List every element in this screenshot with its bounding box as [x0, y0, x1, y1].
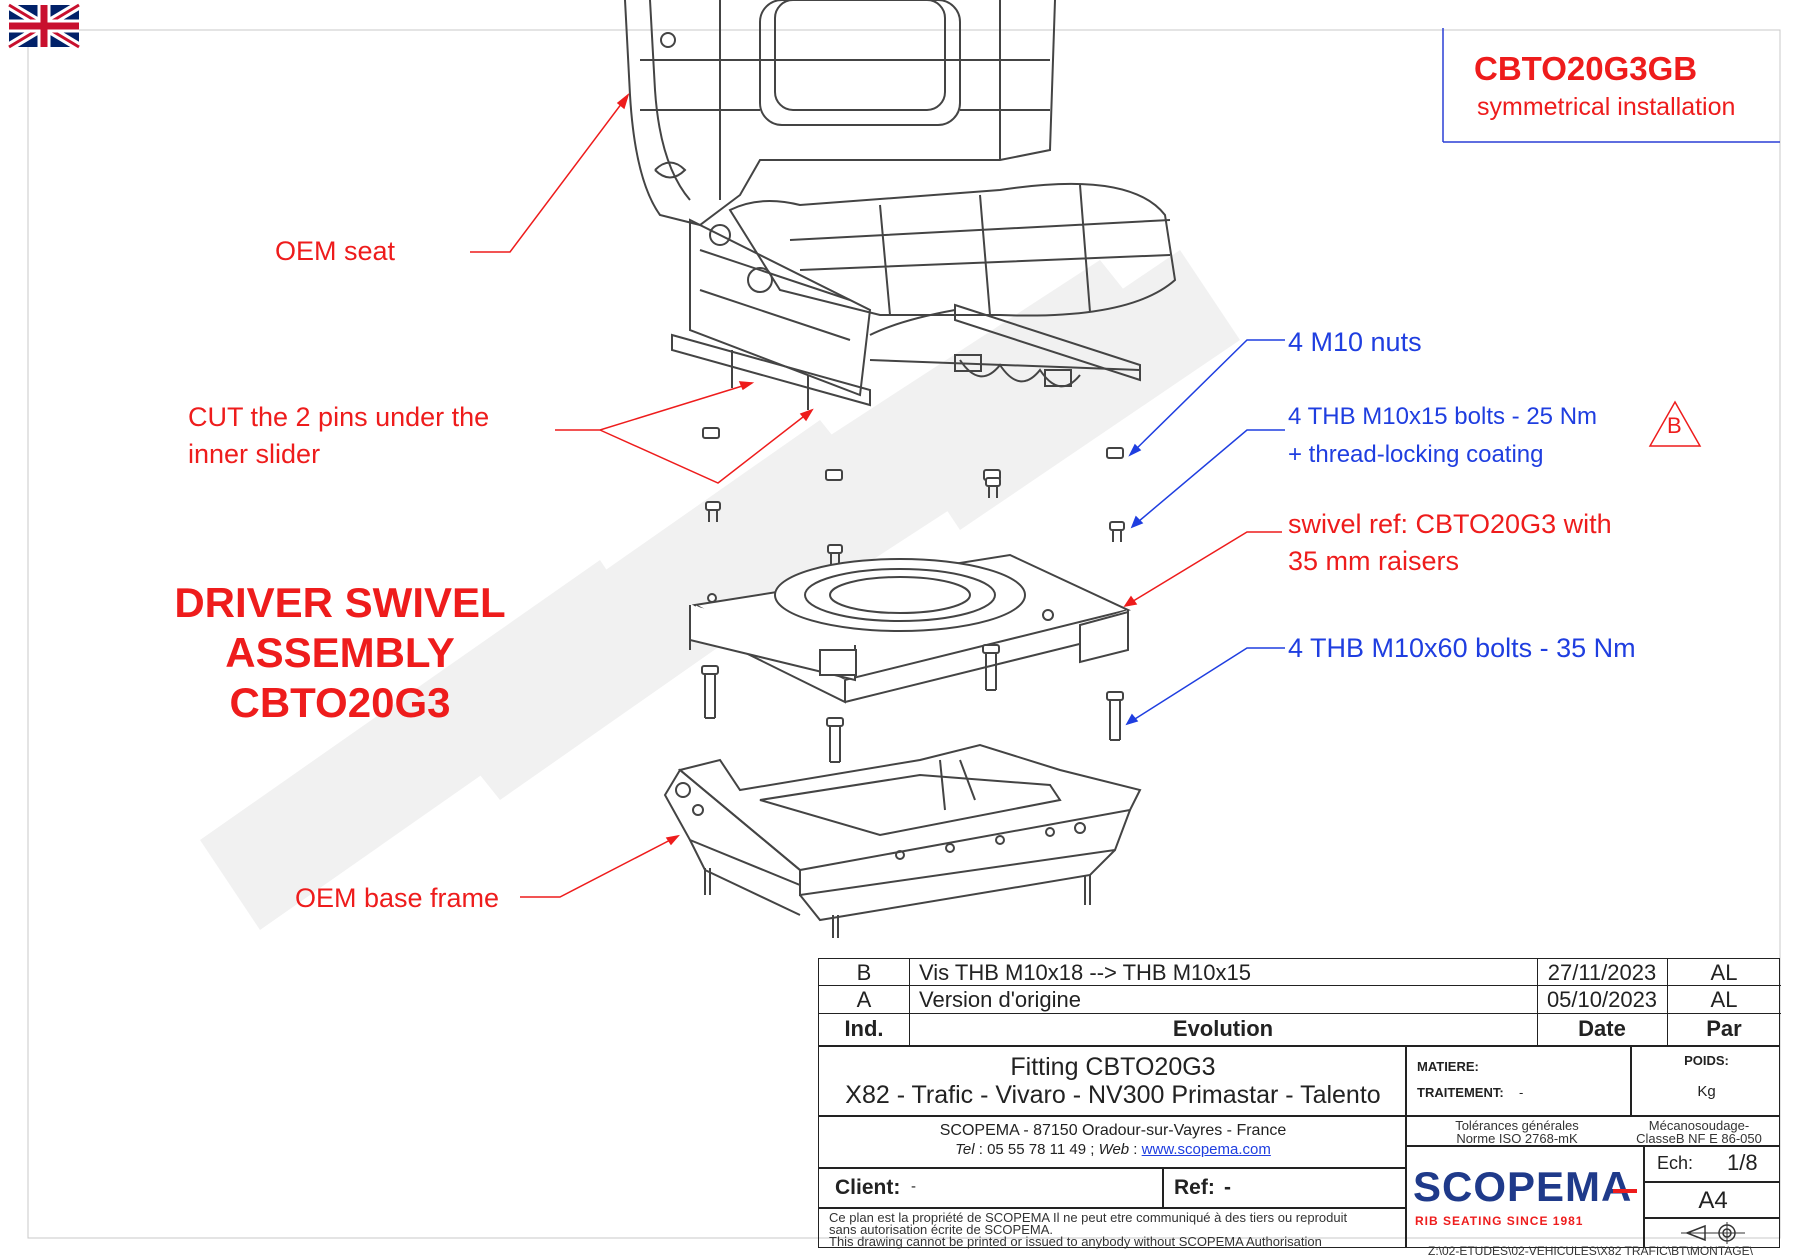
file-path: Z:\02-ETUDES\02-VEHICULES\X82 TRAFIC\BT\…	[1428, 1244, 1753, 1258]
material-cell: MATIERE: TRAITEMENT: -	[1406, 1046, 1631, 1116]
fitting-cell: Fitting CBTO20G3 X82 - Trafic - Vivaro -…	[818, 1046, 1406, 1116]
client-cell: Client: -	[818, 1168, 1163, 1208]
label-oem-seat: OEM seat	[275, 236, 396, 266]
format-cell: A4	[1644, 1182, 1780, 1218]
label-swivel-2: 35 mm raisers	[1288, 546, 1460, 576]
fitting-name: Fitting CBTO20G3	[1010, 1053, 1216, 1081]
logo-cell: SCOPEMA RIB SEATING SINCE 1981	[1406, 1146, 1644, 1248]
m10x60-bolts	[701, 644, 1124, 763]
rev-par-a: AL	[1710, 987, 1738, 1012]
label-base-frame: OEM base frame	[295, 883, 500, 913]
fitting-vehicles: X82 - Trafic - Vivaro - NV300 Primastar …	[845, 1081, 1381, 1109]
label-bolts15-1: 4 THB M10x15 bolts - 25 Nm	[1288, 403, 1598, 430]
ref-cell: Ref: -	[1163, 1168, 1406, 1208]
drawing-frame	[27, 29, 1781, 1239]
uk-flag-icon	[6, 1, 82, 51]
projection-cell	[1644, 1218, 1780, 1248]
leader-lines-blue	[1125, 339, 1285, 726]
swivel-plate-drawing	[689, 553, 1131, 704]
label-cut-pins-2: inner slider	[188, 439, 321, 469]
rev-evolution-b: Vis THB M10x18 --> THB M10x15	[919, 960, 1251, 985]
rev-header-evolution: Evolution	[1172, 1016, 1274, 1041]
rev-header-ind: Ind.	[844, 1016, 884, 1041]
first-angle-projection-icon	[1681, 1222, 1745, 1244]
title-line-3: CBTO20G3	[229, 679, 451, 726]
scopema-logo: SCOPEMA	[1413, 1163, 1633, 1210]
leader-lines-red	[470, 92, 1282, 898]
tolerance-cell: Tolérances générales Norme ISO 2768-mK M…	[1406, 1116, 1780, 1146]
title-line-2: ASSEMBLY	[225, 629, 455, 676]
rev-header-date: Date	[1578, 1016, 1626, 1041]
weight-cell: POIDS: Kg	[1631, 1046, 1780, 1116]
rev-header-par: Par	[1706, 1016, 1742, 1041]
company-cell: SCOPEMA - 87150 Oradour-sur-Vayres - Fra…	[818, 1116, 1406, 1168]
header-ref: CBTO20G3GB	[1474, 50, 1698, 87]
label-nuts: 4 M10 nuts	[1288, 327, 1422, 357]
scale-cell: Ech: 1/8	[1644, 1146, 1780, 1182]
drawing-title: DRIVER SWIVEL ASSEMBLY CBTO20G3	[140, 578, 540, 728]
rev-ind-b: B	[856, 960, 872, 985]
rev-par-b: AL	[1710, 960, 1738, 985]
header-subtitle: symmetrical installation	[1477, 93, 1736, 121]
label-cut-pins-1: CUT the 2 pins under the	[188, 402, 490, 432]
company-website-link[interactable]: www.scopema.com	[1141, 1141, 1271, 1158]
label-swivel-1: swivel ref: CBTO20G3 with	[1288, 509, 1612, 539]
label-bolts60: 4 THB M10x60 bolts - 35 Nm	[1288, 633, 1636, 663]
oem-base-frame-drawing	[663, 743, 1142, 938]
rev-date-b: 27/11/2023	[1547, 960, 1657, 985]
m10x15-bolts	[705, 477, 1125, 565]
header-bracket	[1442, 28, 1780, 143]
title-line-1: DRIVER SWIVEL	[174, 579, 506, 626]
scopema-logo-sub: RIB SEATING SINCE 1981	[1415, 1214, 1584, 1228]
revision-table: B Vis THB M10x18 --> THB M10x15 27/11/20…	[818, 958, 1781, 1047]
company-address: SCOPEMA - 87150 Oradour-sur-Vayres - Fra…	[939, 1122, 1287, 1139]
rev-evolution-a: Version d'origine	[919, 987, 1081, 1012]
disclaimer-cell: Ce plan est la propriété de SCOPEMA Il n…	[818, 1208, 1406, 1249]
revision-triangle	[1648, 400, 1702, 447]
rev-ind-a: A	[856, 987, 872, 1012]
company-contact: Tel : 05 55 78 11 49 ; Web : www.scopema…	[955, 1141, 1271, 1158]
oem-seat-drawing	[624, 0, 1177, 410]
title-block: B Vis THB M10x18 --> THB M10x15 27/11/20…	[818, 958, 1781, 1249]
watermark-rib	[200, 250, 1240, 930]
revision-marker-label: B	[1667, 413, 1682, 438]
rev-date-a: 05/10/2023	[1546, 987, 1658, 1012]
label-bolts15-2: + thread-locking coating	[1288, 441, 1544, 468]
